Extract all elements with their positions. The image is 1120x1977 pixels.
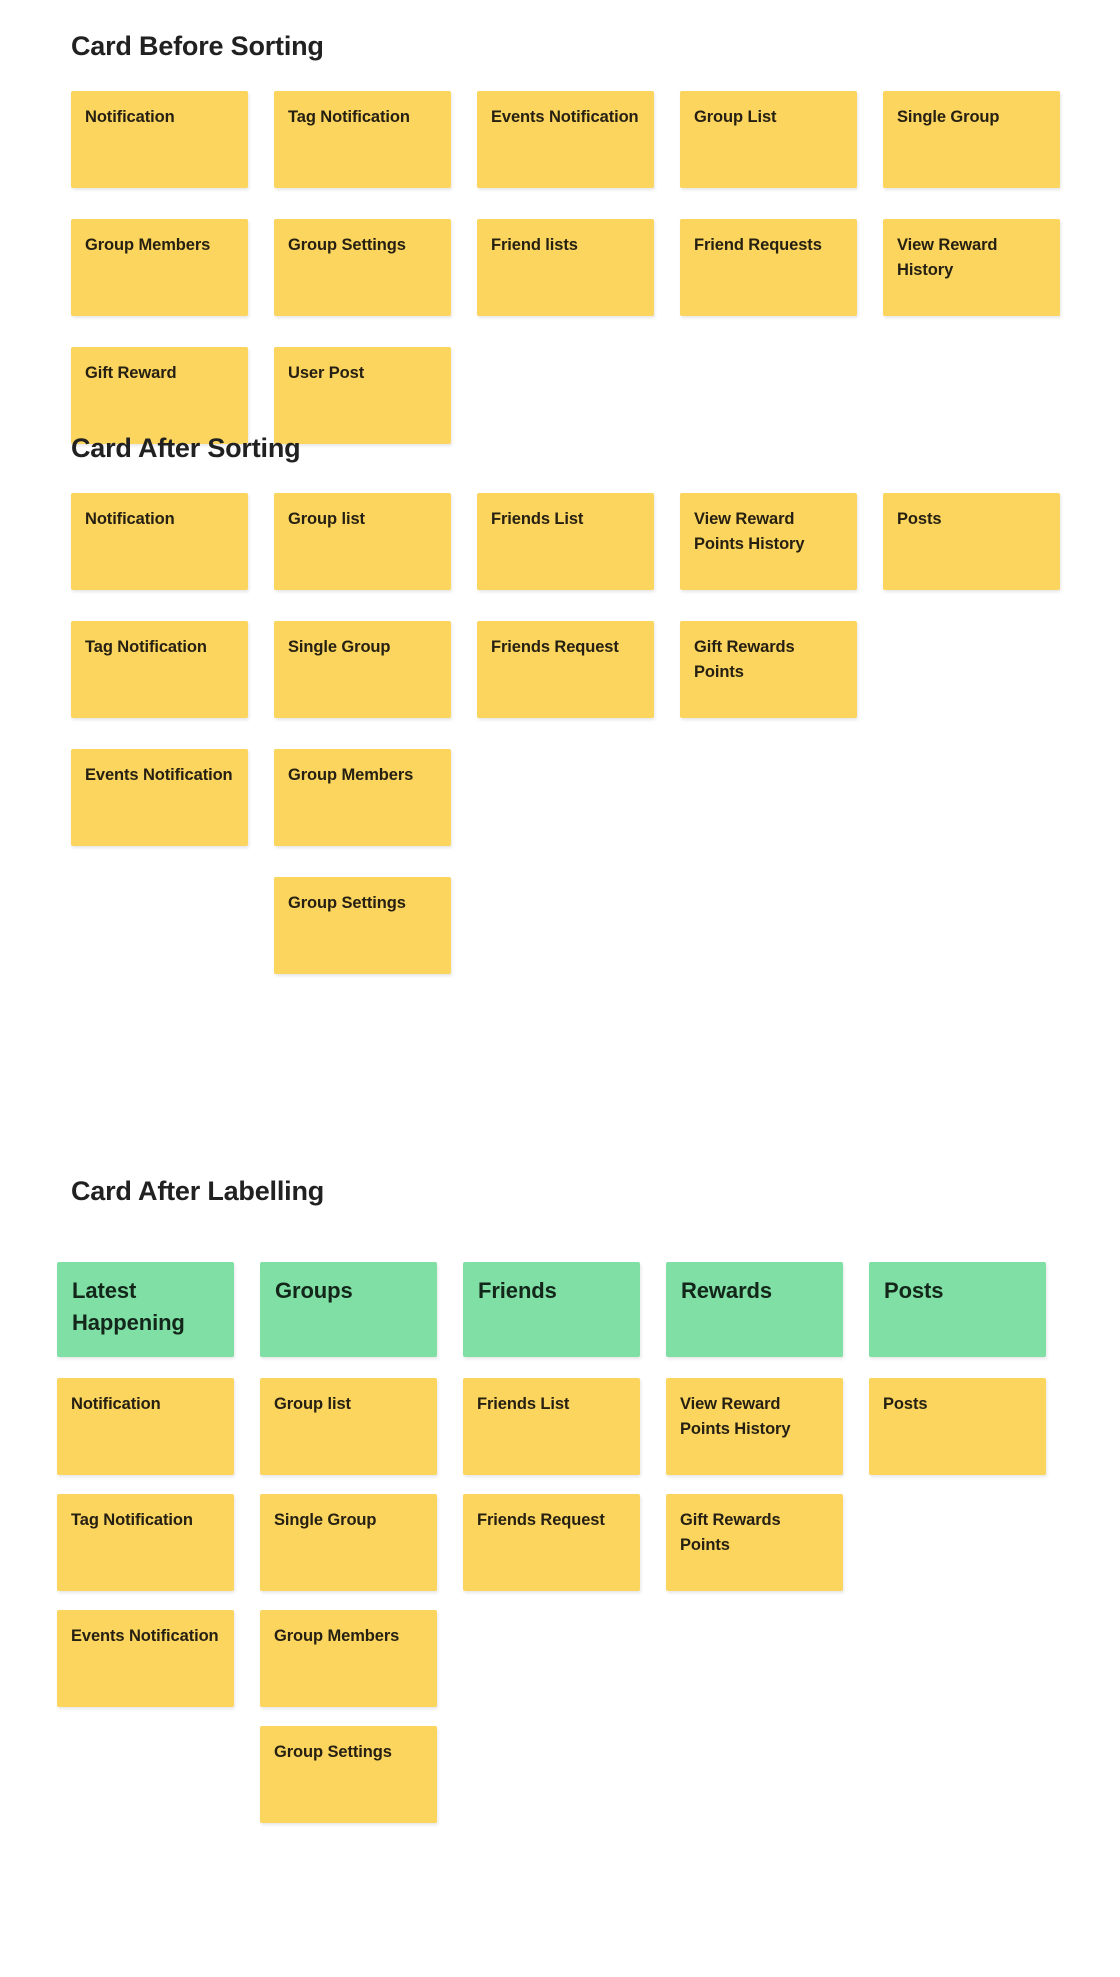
- section-title-after-labelling: Card After Labelling: [71, 1176, 325, 1206]
- section-title-before-sorting: Card Before Sorting: [71, 31, 324, 61]
- sort-card[interactable]: View Reward History: [883, 219, 1060, 317]
- sort-card[interactable]: Single Group: [260, 1494, 437, 1592]
- sort-card[interactable]: User Post: [274, 347, 451, 445]
- sort-card[interactable]: Group Members: [274, 749, 451, 847]
- sort-card[interactable]: Group list: [260, 1378, 437, 1476]
- sort-card[interactable]: Friends Request: [477, 621, 654, 719]
- card-grid-after-sorting: Notification Group list Friends List View R…: [0, 493, 1120, 975]
- sort-card[interactable]: Group List: [680, 91, 857, 189]
- sort-card[interactable]: Group list: [274, 493, 451, 591]
- category-label-card[interactable]: Rewards: [666, 1262, 843, 1358]
- sort-card[interactable]: Notification: [71, 91, 248, 189]
- sort-card[interactable]: Notification: [57, 1378, 234, 1476]
- sort-card[interactable]: Friend Requests: [680, 219, 857, 317]
- section-card-before-sorting: Card Before Sorting Notification Tag Noti…: [0, 30, 1120, 445]
- sort-card[interactable]: Friends List: [477, 493, 654, 591]
- sort-card[interactable]: View Reward Points History: [666, 1378, 843, 1476]
- sort-card[interactable]: Single Group: [274, 621, 451, 719]
- sort-card[interactable]: Gift Reward: [71, 347, 248, 445]
- sort-card[interactable]: Friends List: [463, 1378, 640, 1476]
- sort-card[interactable]: Friend lists: [477, 219, 654, 317]
- sort-card[interactable]: Events Notification: [71, 749, 248, 847]
- sort-card[interactable]: Tag Notification: [57, 1494, 234, 1592]
- sort-card[interactable]: Posts: [869, 1378, 1046, 1476]
- sort-card[interactable]: View Reward Points History: [680, 493, 857, 591]
- sort-card[interactable]: Friends Request: [463, 1494, 640, 1592]
- section-title-after-sorting: Card After Sorting: [71, 433, 301, 463]
- category-label-card[interactable]: Latest Happening: [57, 1262, 234, 1358]
- card-grid-before-sorting: Notification Tag Notification Events Notif…: [0, 91, 1120, 445]
- sort-card[interactable]: Gift Rewards Points: [680, 621, 857, 719]
- category-label-card[interactable]: Posts: [869, 1262, 1046, 1358]
- sort-card[interactable]: Notification: [71, 493, 248, 591]
- sort-card[interactable]: Gift Rewards Points: [666, 1494, 843, 1592]
- sort-card[interactable]: Group Settings: [274, 877, 451, 975]
- section-card-after-sorting: Card After Sorting Notification Group lis…: [0, 432, 1120, 975]
- category-label-card[interactable]: Friends: [463, 1262, 640, 1358]
- sort-card[interactable]: Group Settings: [260, 1726, 437, 1824]
- sort-card[interactable]: Group Settings: [274, 219, 451, 317]
- sort-card[interactable]: Events Notification: [57, 1610, 234, 1708]
- category-label-card[interactable]: Groups: [260, 1262, 437, 1358]
- sort-card[interactable]: Group Members: [260, 1610, 437, 1708]
- sort-card[interactable]: Tag Notification: [274, 91, 451, 189]
- sort-card[interactable]: Single Group: [883, 91, 1060, 189]
- sort-card[interactable]: Tag Notification: [71, 621, 248, 719]
- sort-card[interactable]: Posts: [883, 493, 1060, 591]
- sort-card[interactable]: Events Notification: [477, 91, 654, 189]
- sort-card[interactable]: Group Members: [71, 219, 248, 317]
